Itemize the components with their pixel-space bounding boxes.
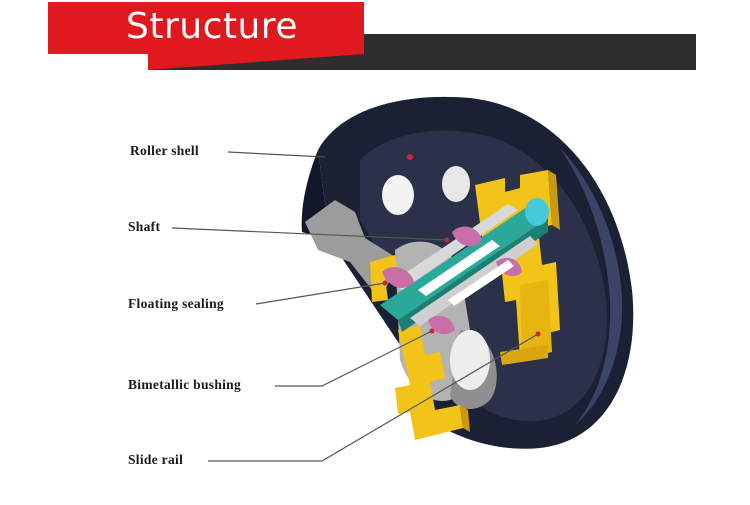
header-banner: Structure (0, 0, 750, 80)
header-red-block (48, 2, 364, 54)
structure-diagram (171, 96, 634, 462)
label-slide-rail: Slide rail (128, 452, 184, 467)
leader-roller-shell (227, 151, 326, 158)
leader-shaft (171, 227, 448, 241)
leader-slide-rail (208, 333, 539, 462)
label-roller-shell: Roller shell (130, 143, 199, 158)
label-shaft: Shaft (128, 219, 161, 234)
leader-bimetallic-bushing (275, 330, 433, 387)
label-bimetallic-bushing: Bimetallic bushing (128, 377, 242, 392)
leader-floating-sealing (255, 282, 386, 305)
page-title: Structure (126, 6, 298, 47)
seal-rings (382, 226, 522, 335)
label-floating-sealing: Floating sealing (128, 296, 224, 311)
leader-lines (171, 151, 539, 462)
